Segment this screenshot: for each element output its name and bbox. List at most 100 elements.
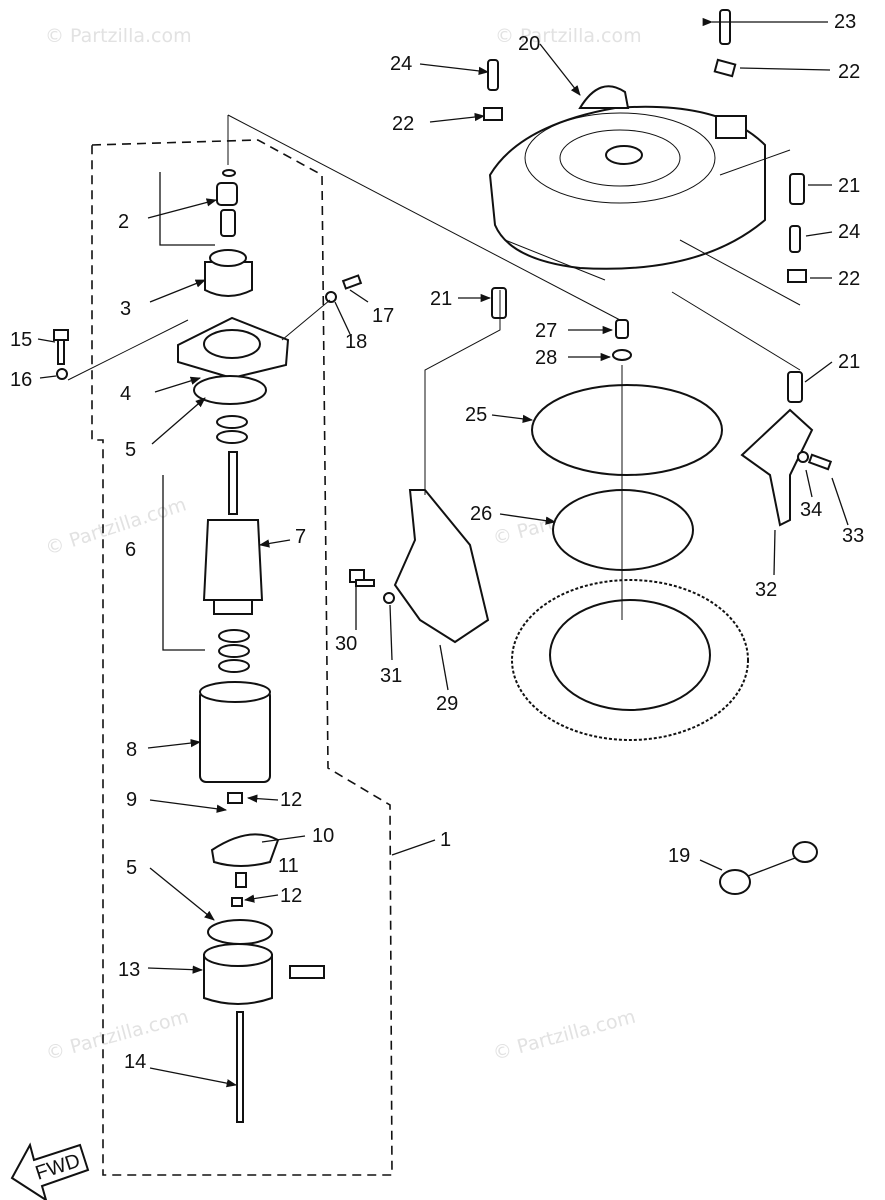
brush-9 <box>227 792 243 804</box>
lead-19a <box>719 869 751 895</box>
washer-6e <box>218 659 250 673</box>
callout-15: 15 <box>10 329 32 351</box>
flywheel-hub <box>549 599 711 711</box>
spring-12 <box>231 897 243 907</box>
collar-21b <box>491 287 507 319</box>
callout-33: 33 <box>842 525 864 547</box>
bolt-30 <box>355 579 375 587</box>
watermark-6: © Partzilla.com <box>491 1006 638 1065</box>
callout-5b: 5 <box>126 857 137 879</box>
bracket-29 <box>393 489 490 644</box>
cover-ring-1 <box>524 112 716 204</box>
callout-3: 3 <box>120 298 131 320</box>
callout-10: 10 <box>312 825 334 847</box>
callout-1: 1 <box>440 829 451 851</box>
nut-22b <box>483 107 503 121</box>
callout-12b: 12 <box>280 885 302 907</box>
bolt-15 <box>57 339 65 365</box>
callout-18: 18 <box>345 331 367 353</box>
fwd-arrow: FWD <box>10 1142 90 1200</box>
washer-34 <box>797 451 809 463</box>
leader-lines <box>37 17 849 1088</box>
washer-6b <box>216 430 248 444</box>
callout-24b: 24 <box>838 221 860 243</box>
pinion-3 <box>204 261 253 297</box>
collar-21a <box>789 173 805 205</box>
callout-9: 9 <box>126 789 137 811</box>
collar-2 <box>216 182 238 206</box>
callout-2: 2 <box>118 211 129 233</box>
callout-21c: 21 <box>838 351 860 373</box>
bolt-24b <box>789 225 801 253</box>
clip-2 <box>222 169 236 177</box>
bolt-33 <box>807 453 833 471</box>
callout-16: 16 <box>10 369 32 391</box>
callout-23: 23 <box>834 11 856 33</box>
callout-25: 25 <box>465 404 487 426</box>
cover-tab <box>715 115 747 139</box>
spring-13 <box>289 965 325 979</box>
brush-holder-10 <box>210 833 280 867</box>
nut-22c <box>787 269 807 283</box>
plate-26 <box>552 489 694 571</box>
callout-34: 34 <box>800 499 822 521</box>
pinion-3-top <box>209 249 247 267</box>
callout-17: 17 <box>372 305 394 327</box>
washer-16 <box>56 368 68 380</box>
yoke-8-top <box>199 681 271 703</box>
cover-ring-2 <box>559 129 681 187</box>
lead-19-wire <box>747 857 796 877</box>
callout-7: 7 <box>295 526 306 548</box>
callout-28: 28 <box>535 347 557 369</box>
gasket-5-top <box>193 375 267 405</box>
callout-14: 14 <box>124 1051 146 1073</box>
callout-20: 20 <box>518 33 540 55</box>
bracket-4-hole <box>203 329 261 359</box>
armature-7 <box>202 519 264 601</box>
callout-labels: 1 2 3 4 5 5 6 7 8 9 10 11 12 12 13 14 15… <box>10 11 864 1073</box>
washer-31 <box>383 592 395 604</box>
gasket-5-bottom <box>207 919 273 945</box>
armature-shaft <box>228 451 238 515</box>
starter-parts <box>53 169 363 1123</box>
callout-22c: 22 <box>838 268 860 290</box>
plate-25 <box>531 384 723 476</box>
callout-32: 32 <box>755 579 777 601</box>
callout-12a: 12 <box>280 789 302 811</box>
commutator <box>213 599 253 615</box>
callout-21a: 21 <box>838 175 860 197</box>
collar-21c <box>787 371 803 403</box>
bolt-27 <box>615 319 629 339</box>
callout-22a: 22 <box>838 61 860 83</box>
lead-19b <box>792 841 818 863</box>
callout-24a: 24 <box>390 53 412 75</box>
bolt-24a <box>487 59 499 91</box>
callout-19: 19 <box>668 845 690 867</box>
yoke-8 <box>199 689 271 783</box>
bolt-23 <box>719 9 731 45</box>
washer-6c <box>218 629 250 643</box>
washer-6d <box>218 644 250 658</box>
cover-dome <box>578 85 630 109</box>
callout-26: 26 <box>470 503 492 525</box>
callout-22b: 22 <box>392 113 414 135</box>
callout-27: 27 <box>535 320 557 342</box>
callout-31: 31 <box>380 665 402 687</box>
callout-13: 13 <box>118 959 140 981</box>
flywheel-parts <box>349 9 833 895</box>
callout-6: 6 <box>125 539 136 561</box>
bolt-15-head <box>53 329 69 341</box>
washer-18 <box>325 291 337 303</box>
cover-hub <box>605 145 643 165</box>
spring-2 <box>220 209 236 237</box>
watermark-5: © Partzilla.com <box>44 1006 191 1065</box>
callout-11: 11 <box>278 855 299 877</box>
through-bolt-14 <box>236 1011 244 1123</box>
brush-11 <box>235 872 247 888</box>
callout-5a: 5 <box>125 439 136 461</box>
washer-6a <box>216 415 248 429</box>
washer-28 <box>612 349 632 361</box>
nut-22a <box>713 58 737 78</box>
fwd-arrow-shape <box>10 1142 90 1200</box>
